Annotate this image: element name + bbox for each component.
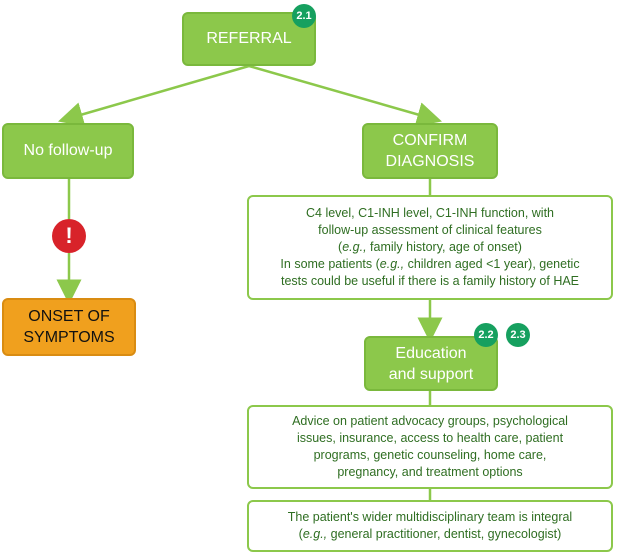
- tests-line-4-pre: In some patients (: [280, 257, 380, 271]
- team-line-2-post: general practitioner, dentist, gynecolog…: [327, 527, 562, 541]
- team-line-2-pre: (: [298, 527, 303, 541]
- referral-label: REFERRAL: [206, 30, 292, 47]
- alert-icon: !: [52, 219, 86, 253]
- tests-line-3-post: family history, age of onset): [366, 240, 522, 254]
- advice-line-1: Advice on patient advocacy groups, psych…: [292, 414, 568, 428]
- advice-line-4: pregnancy, and treatment options: [337, 465, 523, 479]
- team-line-2: (e.g., general practitioner, dentist, gy…: [299, 526, 562, 543]
- tests-line-2: follow-up assessment of clinical feature…: [318, 223, 542, 237]
- tests-line-1: C4 level, C1-INH level, C1-INH function,…: [306, 206, 554, 220]
- advice-line-2: issues, insurance, access to health care…: [296, 431, 564, 445]
- diagnostic-tests-box: C4 level, C1-INH level, C1-INH function,…: [247, 195, 613, 300]
- onset-of-symptoms-node: ONSET OF SYMPTOMS: [2, 298, 136, 356]
- tests-line-5: tests could be useful if there is a fami…: [280, 274, 580, 288]
- tests-line-3-eg: e.g.,: [342, 240, 367, 254]
- tests-line-4-post: children aged <1 year), genetic: [404, 257, 580, 271]
- team-line-2-eg: e.g.,: [302, 527, 328, 541]
- education-label: Education and support: [388, 344, 474, 383]
- multidisciplinary-team-box: The patient's wider multidisciplinary te…: [247, 500, 613, 552]
- advice-box: Advice on patient advocacy groups, psych…: [247, 405, 613, 489]
- tests-line-4-eg: e.g.,: [379, 257, 405, 271]
- badge-2-3: 2.3: [506, 323, 530, 347]
- confirm-diagnosis-node: CONFIRM DIAGNOSIS: [362, 123, 498, 179]
- badge-2-1: 2.1: [292, 4, 316, 28]
- badge-2-2: 2.2: [474, 323, 498, 347]
- team-line-1: The patient's wider multidisciplinary te…: [287, 510, 573, 524]
- no-follow-up-label: No follow-up: [23, 142, 113, 159]
- no-follow-up-node: No follow-up: [2, 123, 134, 179]
- connector-referral-to-nofollow: [57, 64, 250, 127]
- confirm-label: CONFIRM DIAGNOSIS: [385, 132, 475, 170]
- tests-line-3-pre: (: [338, 240, 343, 254]
- advice-line-3: programs, genetic counseling, home care,: [313, 448, 547, 462]
- onset-label: ONSET OF SYMPTOMS: [23, 308, 115, 346]
- education-support-node: Education and support: [364, 336, 498, 391]
- tests-line-4: In some patients (e.g., children aged <1…: [280, 256, 579, 273]
- tests-line-3: (e.g., family history, age of onset): [338, 239, 522, 256]
- connector-referral-to-confirm: [248, 64, 443, 127]
